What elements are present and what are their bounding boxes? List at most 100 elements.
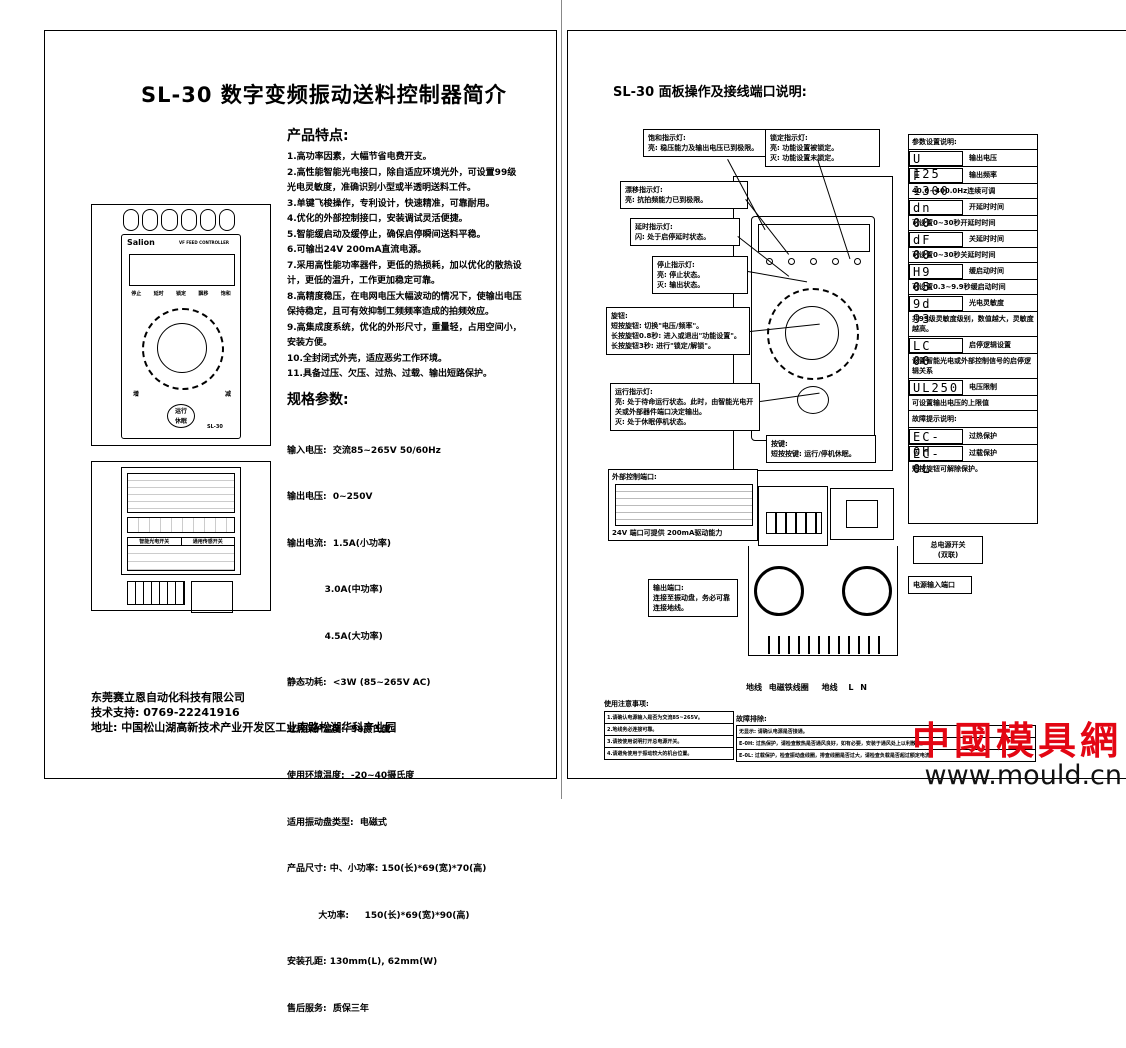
callout-delay: 延时指示灯: 闪: 处于启停延时状态。 [630,218,740,246]
notes-heading: 使用注意事项: [604,699,649,709]
right-page: SL-30 面板操作及接线端口说明: 饱和指示灯: 亮: 稳压能力及输出电压已到… [567,30,1126,779]
label-coil: 电磁铁线圈 [769,683,809,692]
note-item: 2.地线务必连接可靠。 [605,724,733,736]
label-ground2: 地线 [822,683,838,692]
feature-item: 5.智能缓启动及缓停止，确保启停瞬间送料平稳。 [287,228,525,244]
features-heading: 产品特点: [287,125,525,145]
external-port-footer: 24V 端口可提供 200mA驱动能力 [612,528,722,538]
feature-item: 8.高精度稳压，在电网电压大幅波动的情况下，使输出电压保持稳定，且可有效抑制工频… [287,290,525,321]
run-sleep-button[interactable]: 运行 休眠 [167,404,195,428]
spec-item: 4.5A(大功率) [287,630,525,646]
company-support: 技术支持: 0769-22241916 [91,705,396,720]
watermark-url: www.mould.cn [912,761,1122,791]
callout-drift: 漂移指示灯: 亮: 抗拍频能力已到极限。 [620,181,748,209]
device-illustration: Salion VF FEED CONTROLLER 停止 延时 锁定 飘移 饱和… [91,204,271,446]
page-gutter [561,0,562,799]
decrease-label: 减 [225,389,231,398]
callout-power-switch: 总电源开关 (双联) [913,536,983,564]
feature-item: 4.优化的外部控制接口，安装调试灵活便捷。 [287,212,525,228]
light-stop: 停止 [131,290,141,297]
spec-item: 输出电压: 0~250V [287,490,525,506]
increase-label: 增 [133,389,139,398]
fault-heading: 故障提示说明: [909,410,1037,427]
feature-item: 11.具备过压、欠压、过热、过载、输出短路保护。 [287,367,525,383]
note-item: 4.请避免使用于振动较大的机台位置。 [605,748,733,759]
note-item: 3.请按使用说明打开总电源开关。 [605,736,733,748]
external-port-heading: 外部控制端口: [609,470,757,484]
device-bottom-illustration: 智能光电开关 通用传感开关 [91,461,271,621]
callout-output: 输出端口: 连接至振动盘，务必可靠连接地线。 [648,579,738,617]
notes-list: 1.请确认电源输入是否为交流85~265V。 2.地线务必连接可靠。 3.请按使… [604,711,734,760]
label-N: N [860,683,867,692]
label-ground1: 地线 [746,683,762,692]
feature-item: 2.高性能智能光电接口，除自适应环境光外，可设置99级光电灵敏度，准确识别小型或… [287,166,525,197]
company-name: 东莞赛立恩自动化科技有限公司 [91,690,396,705]
company-info: 东莞赛立恩自动化科技有限公司 技术支持: 0769-22241916 地址: 中… [91,690,396,735]
table-header-sensor: 通用传感开关 [182,538,235,545]
table-header-smart: 智能光电开关 [128,538,182,545]
left-page: SL-30 数字变频振动送料控制器简介 Salion VF FEED CONTR… [44,30,557,779]
feature-item: 7.采用高性能功率器件，更低的热损耗，加以优化的散热设计，更低的温升，工作更加稳… [287,259,525,290]
feature-item: 6.可输出24V 200mA直流电源。 [287,243,525,259]
callout-knob: 旋钮: 短按旋钮: 切换"电压/频率"。 长按旋钮0.8秒: 进入或退出"功能设… [606,307,750,355]
watermark-cn: 中國模具網 [912,721,1122,761]
spec-item: 3.0A(中功率) [287,583,525,599]
feature-item: 3.单键飞梭操作，专利设计，快速精准，可靠耐用。 [287,197,525,213]
spec-item: 售后服务: 质保三年 [287,1002,525,1018]
output-connector [754,566,804,616]
spec-item: 输出电流: 1.5A(小功率) [287,537,525,553]
spec-item: 产品尺寸: 中、小功率: 150(长)*69(宽)*70(高) [287,862,525,878]
light-delay: 延时 [154,290,164,297]
light-saturation: 饱和 [221,290,231,297]
feature-item: 1.高功率因素，大幅节省电费开支。 [287,150,525,166]
callout-lock: 锁定指示灯: 亮: 功能设置被锁定。 灭: 功能设置未锁定。 [765,129,880,167]
label-L: L [848,683,853,692]
feature-item: 10.全封闭式外壳，适应恶劣工作环境。 [287,352,525,368]
params-heading: 参数设置说明: [909,135,1037,149]
spec-item: 安装孔距: 130mm(L), 62mm(W) [287,955,525,971]
callout-button: 按键: 短按按键: 运行/停机休眠。 [766,435,876,463]
site-watermark: 中國模具網 www.mould.cn [912,721,1122,791]
external-port-box: 外部控制端口: 24V 端口可提供 200mA驱动能力 [608,469,758,541]
spec-item: 使用环境温度: -20~40摄氏度 [287,769,525,785]
right-page-title: SL-30 面板操作及接线端口说明: [613,81,807,100]
indicator-lights: 停止 延时 锁定 飘移 饱和 [125,290,237,297]
fault-note: 短按旋钮可解除保护。 [909,461,1037,476]
power-switch[interactable] [846,500,878,528]
company-address: 地址: 中国松山湖高新技术产业开发区工业南路松湖华科产业园 [91,720,396,735]
feature-item: 9.高集成度系统，优化的外形尺寸，重量轻，占用空间小，安装方便。 [287,321,525,352]
spec-item: 输入电压: 交流85~265V 50/60Hz [287,444,525,460]
callout-stop: 停止指示灯: 亮: 停止状态。 灭: 输出状态。 [652,256,748,294]
specs-heading: 规格参数: [287,389,525,409]
spec-item: 适用振动盘类型: 电磁式 [287,816,525,832]
left-page-title: SL-30 数字变频振动送料控制器简介 [141,79,507,109]
callout-saturation: 饱和指示灯: 亮: 稳压能力及输出电压已到极限。 [643,129,771,157]
cooling-fins [123,209,235,231]
spec-item: 大功率: 150(长)*69(宽)*90(高) [287,909,525,925]
brand-logo: Salion [127,238,155,247]
callout-power-input: 电源输入端口 [908,576,972,594]
features-list: 1.高功率因素，大幅节省电费开支。 2.高性能智能光电接口，除自适应环境光外，可… [287,150,525,383]
display-window [129,254,235,286]
device-subtitle: VF FEED CONTROLLER [179,240,229,245]
light-drift: 飘移 [198,290,208,297]
callout-run: 运行指示灯: 亮: 处于待命运行状态。此时，由智能光电开关或外部器件端口决定输出… [610,383,760,431]
device-model: SL-30 [207,424,223,430]
light-lock: 锁定 [176,290,186,297]
power-input-connector [842,566,892,616]
terminal-labels: 地线 电磁铁线圈 地线 L N [746,683,867,693]
troubleshoot-heading: 故障排除: [736,714,767,724]
note-item: 1.请确认电源输入是否为交流85~265V。 [605,712,733,724]
terminal-drawing [748,476,898,656]
